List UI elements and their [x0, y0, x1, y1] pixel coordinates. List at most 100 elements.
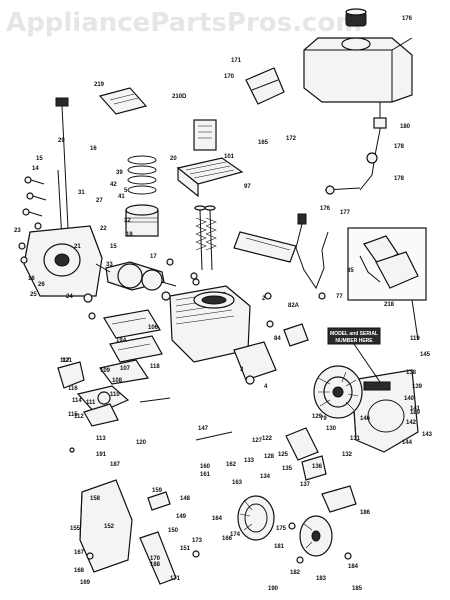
- part-label: 191: [96, 452, 107, 458]
- air-cleaner: [76, 385, 130, 427]
- part-label: 162: [226, 462, 237, 468]
- ignition-armature: [233, 323, 309, 381]
- part-label: 18: [126, 232, 133, 238]
- watermark: AppliancePartsPros.com: [6, 8, 363, 38]
- pulley-assembly: [299, 515, 333, 557]
- part-label: 135: [282, 466, 293, 472]
- owners-manual: [98, 87, 148, 115]
- part-label: 121: [62, 358, 73, 364]
- part-label: 182: [290, 570, 301, 576]
- piston: [125, 204, 159, 237]
- part-label: 84: [274, 336, 281, 342]
- part-label: 145: [420, 352, 431, 358]
- part-label: 137: [300, 482, 311, 488]
- part-label: 20: [170, 156, 177, 162]
- part-label: 77: [336, 294, 343, 300]
- part-label: 16: [28, 276, 35, 282]
- part-label: 24: [66, 294, 73, 300]
- part-label: 15: [36, 156, 43, 162]
- part-label: 120: [136, 440, 147, 446]
- fuel-tank: [303, 37, 413, 103]
- part-label: 158: [90, 496, 101, 502]
- part-label: 122: [262, 436, 273, 442]
- part-label: 178: [394, 176, 405, 182]
- part-label: 177: [340, 210, 351, 216]
- part-label: 32: [124, 218, 131, 224]
- fasteners: [69, 258, 419, 564]
- part-label: 109: [100, 368, 111, 374]
- flywheel: [313, 365, 363, 419]
- recoil-starter: [79, 479, 177, 585]
- part-label: 149: [176, 514, 187, 520]
- part-label: 133: [244, 458, 255, 464]
- part-label: 189: [410, 410, 421, 416]
- part-label: 181: [274, 544, 285, 550]
- engine-block: [169, 285, 251, 363]
- part-label: 2: [262, 296, 266, 302]
- part-label: 25: [30, 292, 37, 298]
- carb-linkage: [57, 361, 85, 389]
- part-label: 42: [110, 182, 117, 188]
- part-label: 125: [278, 452, 289, 458]
- part-label: 139: [412, 384, 423, 390]
- callout-line-1: MODEL and SERIAL: [330, 331, 378, 337]
- part-label: 111: [86, 400, 96, 406]
- part-label: 16: [90, 146, 97, 152]
- piston-rings: [127, 155, 157, 195]
- part-label: 210D: [172, 94, 187, 100]
- part-label: 128: [264, 454, 275, 460]
- valve-springs: [194, 205, 217, 271]
- part-label: 155: [70, 526, 81, 532]
- carburetor: [98, 309, 163, 385]
- part-label: 176: [320, 206, 331, 212]
- part-label: 173: [192, 538, 203, 544]
- part-label: 29: [58, 138, 65, 144]
- part-label: 116: [68, 386, 78, 392]
- part-label: 118: [150, 364, 160, 370]
- part-label: 5: [124, 188, 128, 194]
- part-label: 131: [350, 436, 361, 442]
- part-label: 167: [74, 550, 85, 556]
- part-label: 168: [74, 568, 85, 574]
- part-label: 110: [110, 392, 120, 398]
- part-label: 39: [116, 170, 123, 176]
- part-label: 142: [406, 420, 417, 426]
- part-label: 113: [96, 436, 106, 442]
- part-label: 150: [168, 528, 179, 534]
- part-label: 143: [422, 432, 433, 438]
- part-label: 97: [244, 184, 251, 190]
- part-label: 186: [360, 510, 371, 516]
- screws-left: [18, 176, 47, 264]
- part-label: 185: [352, 586, 363, 592]
- part-label: 82A: [288, 303, 300, 309]
- part-label: 163: [232, 480, 243, 486]
- part-number-labels: 176171170219210D165101971801721781781771…: [14, 16, 433, 592]
- part-label: 176: [402, 16, 413, 22]
- part-label: 26: [38, 282, 45, 288]
- control-module-inset: [347, 227, 427, 301]
- part-label: 144: [402, 440, 413, 446]
- crankcase-cover: [23, 225, 103, 297]
- part-label: 101: [224, 154, 235, 160]
- part-label: 119: [410, 336, 420, 342]
- part-label: 117: [60, 358, 70, 364]
- part-label: 115: [68, 412, 78, 418]
- part-label: 171: [170, 576, 181, 582]
- part-label: 175: [276, 526, 287, 532]
- part-label: 3: [240, 367, 244, 373]
- part-label: 146: [360, 416, 371, 422]
- part-label: 136: [312, 464, 323, 470]
- heat-shield: [321, 485, 357, 513]
- part-label: 141: [410, 406, 421, 412]
- part-label: 14: [32, 166, 39, 172]
- part-label: 169: [80, 580, 91, 586]
- part-label: 106: [148, 325, 159, 331]
- part-label: 183: [316, 576, 327, 582]
- part-label: 140: [404, 396, 415, 402]
- part-label: 33: [106, 262, 113, 268]
- part-label: 21: [74, 244, 81, 250]
- part-label: 190: [268, 586, 279, 592]
- part-label: 79: [320, 416, 327, 422]
- part-label: 164: [212, 516, 223, 522]
